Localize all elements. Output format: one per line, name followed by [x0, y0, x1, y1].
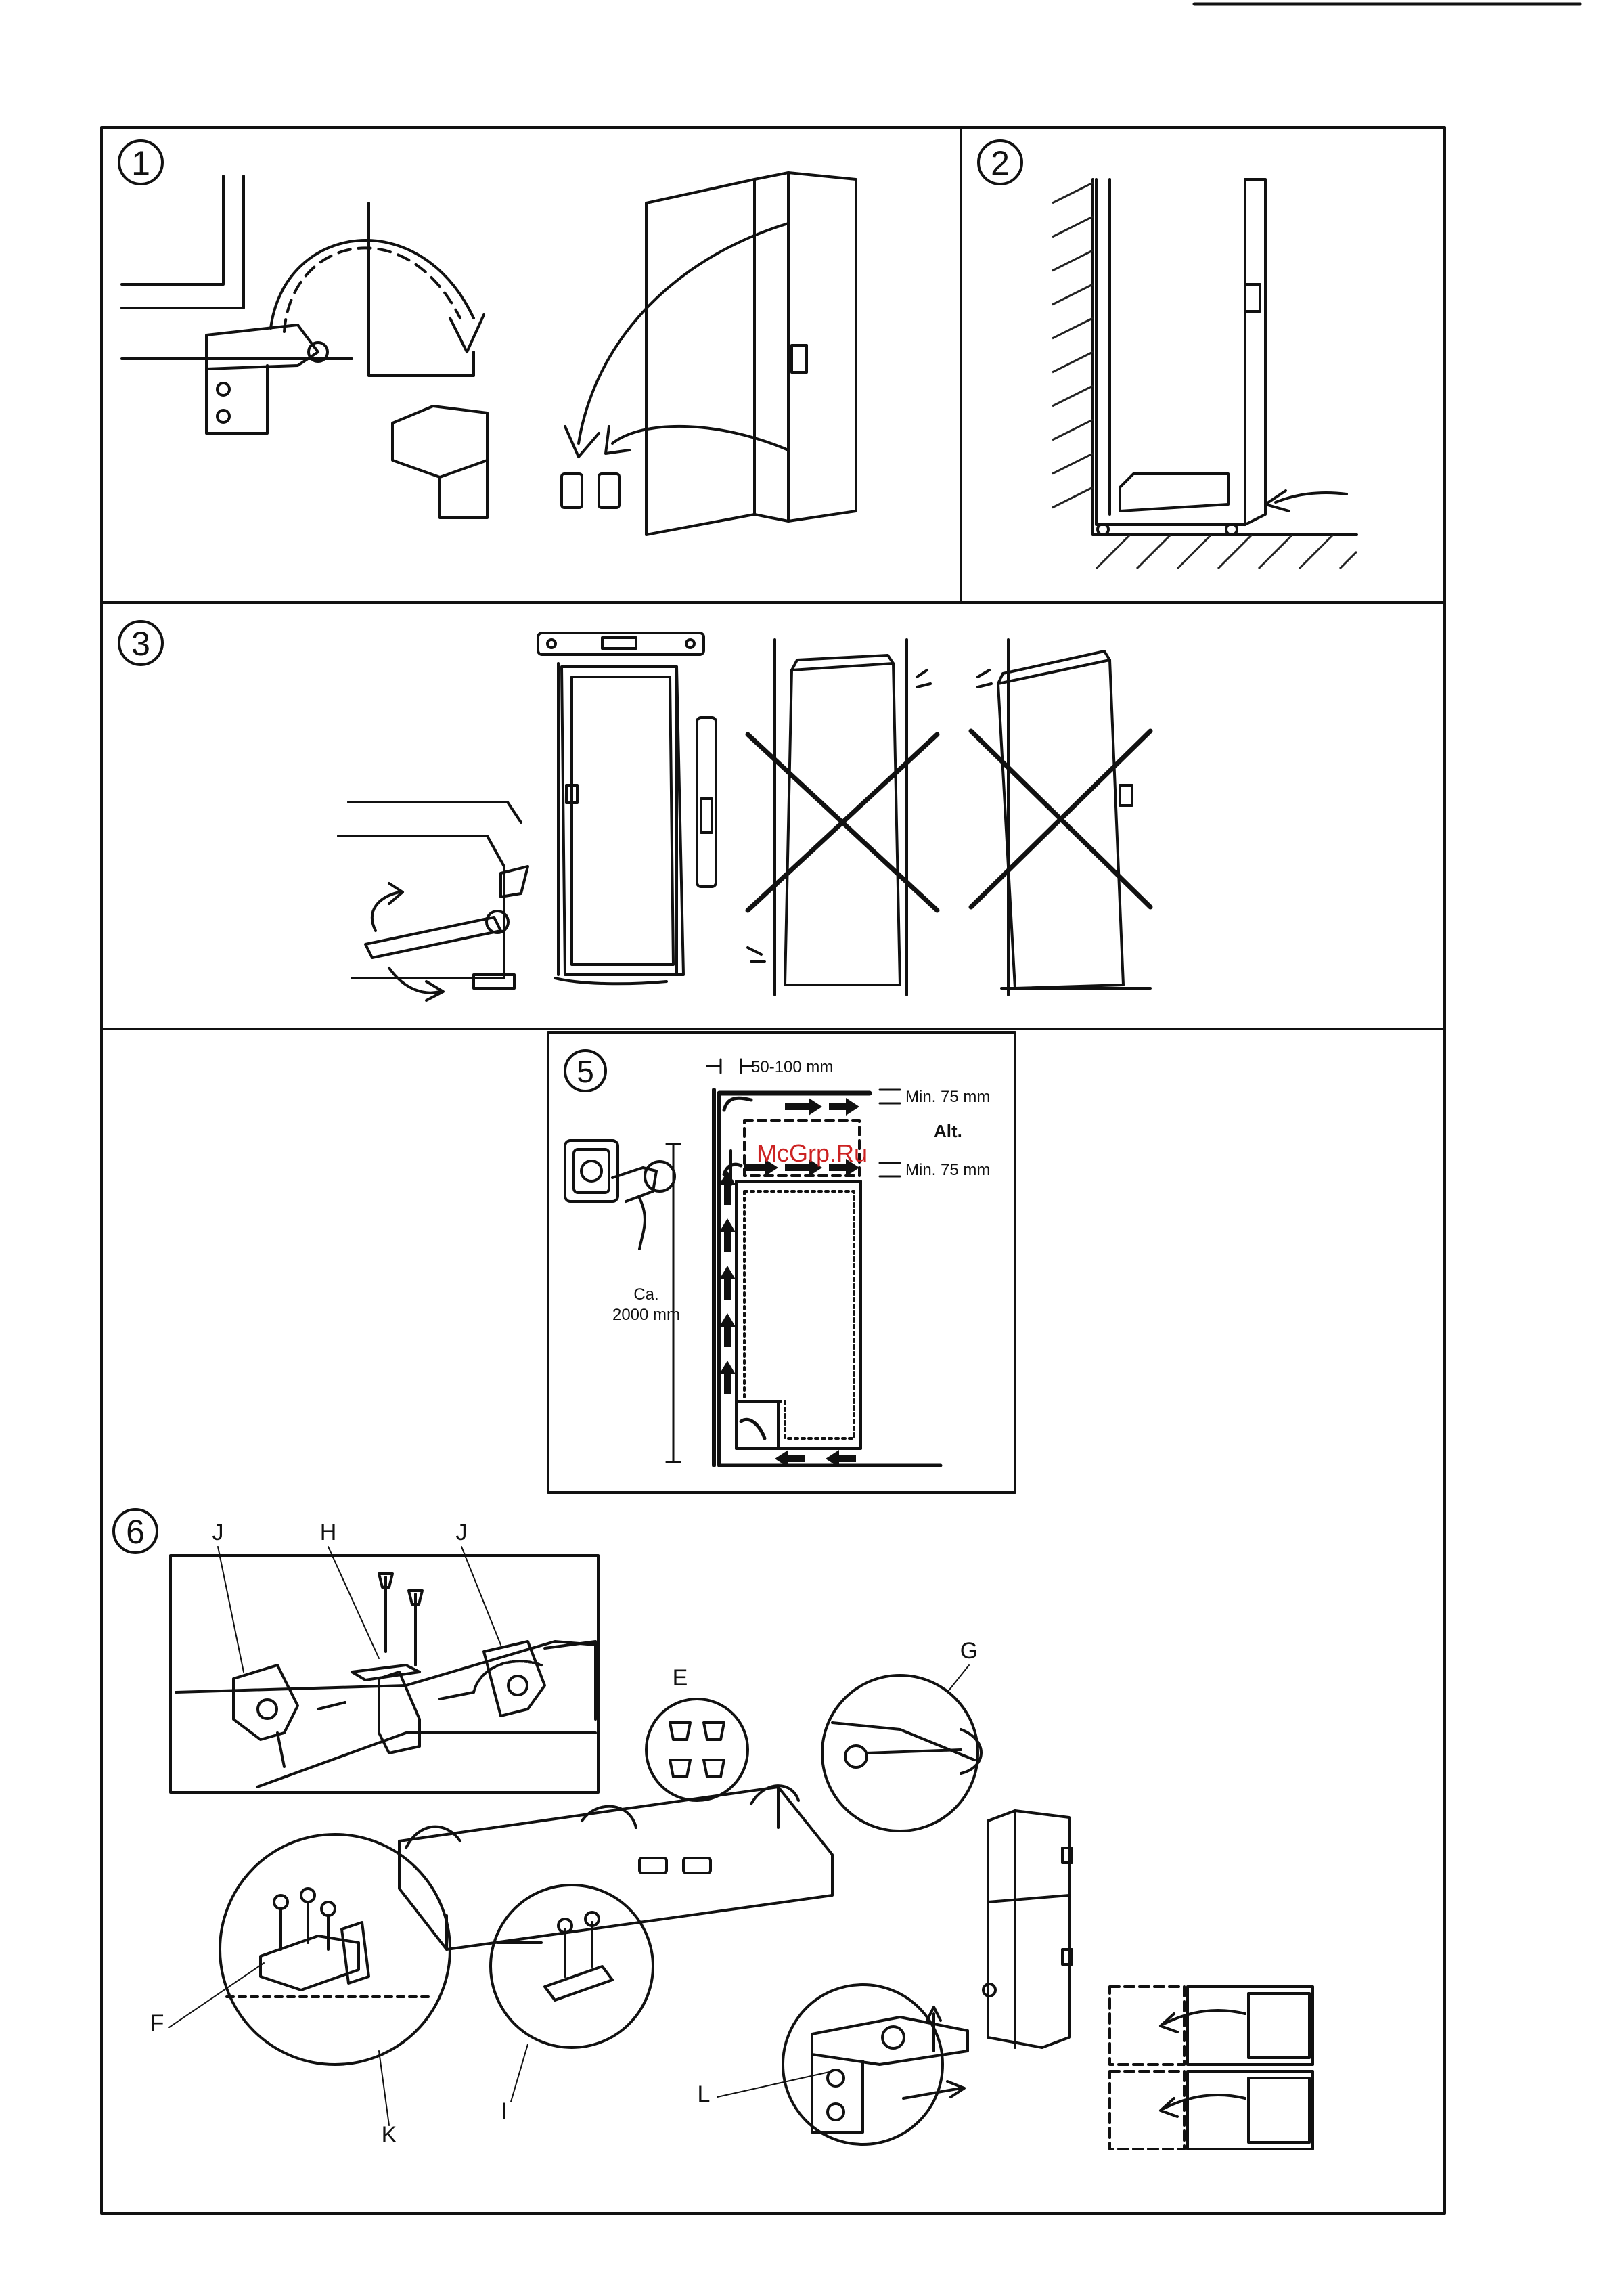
callout-j-left: J	[212, 1520, 224, 1545]
panel-number-1: 1	[119, 141, 162, 184]
bubble-f-k	[220, 1834, 450, 2065]
incorrect-tilt-1	[748, 640, 937, 995]
panel-5: 5	[548, 1032, 1015, 1493]
alt-label: Alt.	[934, 1121, 962, 1141]
hinge-detail-inset	[171, 1555, 598, 1792]
panel-1: 1	[119, 141, 856, 535]
height-label-line2: 2000 mm	[612, 1306, 680, 1324]
wall-socket-plug	[565, 1141, 675, 1249]
callout-e: E	[673, 1665, 688, 1691]
callout-h: H	[320, 1520, 337, 1545]
bubble-i	[491, 1885, 653, 2048]
callout-f: F	[150, 2010, 164, 2036]
bubble-g	[822, 1675, 981, 1831]
level-fridge	[338, 663, 716, 1000]
panel-2: 2	[978, 141, 1357, 569]
fridge-door-removal	[562, 173, 856, 535]
panel-number-6: 6	[114, 1509, 157, 1553]
fridge-freezer-unit	[983, 1811, 1072, 2048]
bubble-l	[783, 1985, 968, 2144]
watermark: McGrp.Ru	[757, 1139, 868, 1167]
top-clearance-label: Min. 75 mm	[905, 1088, 990, 1106]
panel-3-number: 3	[131, 625, 150, 663]
hinge-cover-part	[392, 406, 487, 518]
fridge-side-view	[1096, 179, 1347, 535]
panel-number-2: 2	[978, 141, 1022, 184]
door-swing-diagram	[1110, 1987, 1313, 2149]
hinge-corner-illustration	[122, 176, 484, 433]
callout-g: G	[960, 1638, 978, 1664]
airflow-corner-bottom	[741, 1419, 765, 1438]
panel-number-3: 3	[119, 621, 162, 665]
panel-number-5: 5	[565, 1051, 606, 1091]
callout-j-right: J	[456, 1520, 468, 1545]
panel-3: 3	[119, 621, 1150, 1000]
spirit-level	[538, 633, 704, 655]
panel-1-number: 1	[131, 144, 150, 182]
bubble-e	[646, 1699, 748, 1801]
niche-wall	[707, 1059, 941, 1465]
wall-and-floor	[1052, 179, 1357, 569]
panel-6: 6 J H J	[114, 1509, 1313, 2149]
panel-2-number: 2	[991, 144, 1010, 182]
mid-clearance-label: Min. 75 mm	[905, 1161, 990, 1179]
panel-6-number: 6	[126, 1513, 145, 1551]
panel-5-number: 5	[577, 1054, 594, 1089]
height-label-line1: Ca.	[633, 1285, 658, 1304]
incorrect-tilt-2	[971, 640, 1150, 995]
door-reversal-body	[399, 1661, 832, 1949]
airflow-corner-top	[724, 1098, 751, 1110]
callout-i: I	[501, 2098, 507, 2124]
callout-l: L	[698, 2081, 711, 2107]
gap-label: 50-100 mm	[751, 1058, 833, 1076]
